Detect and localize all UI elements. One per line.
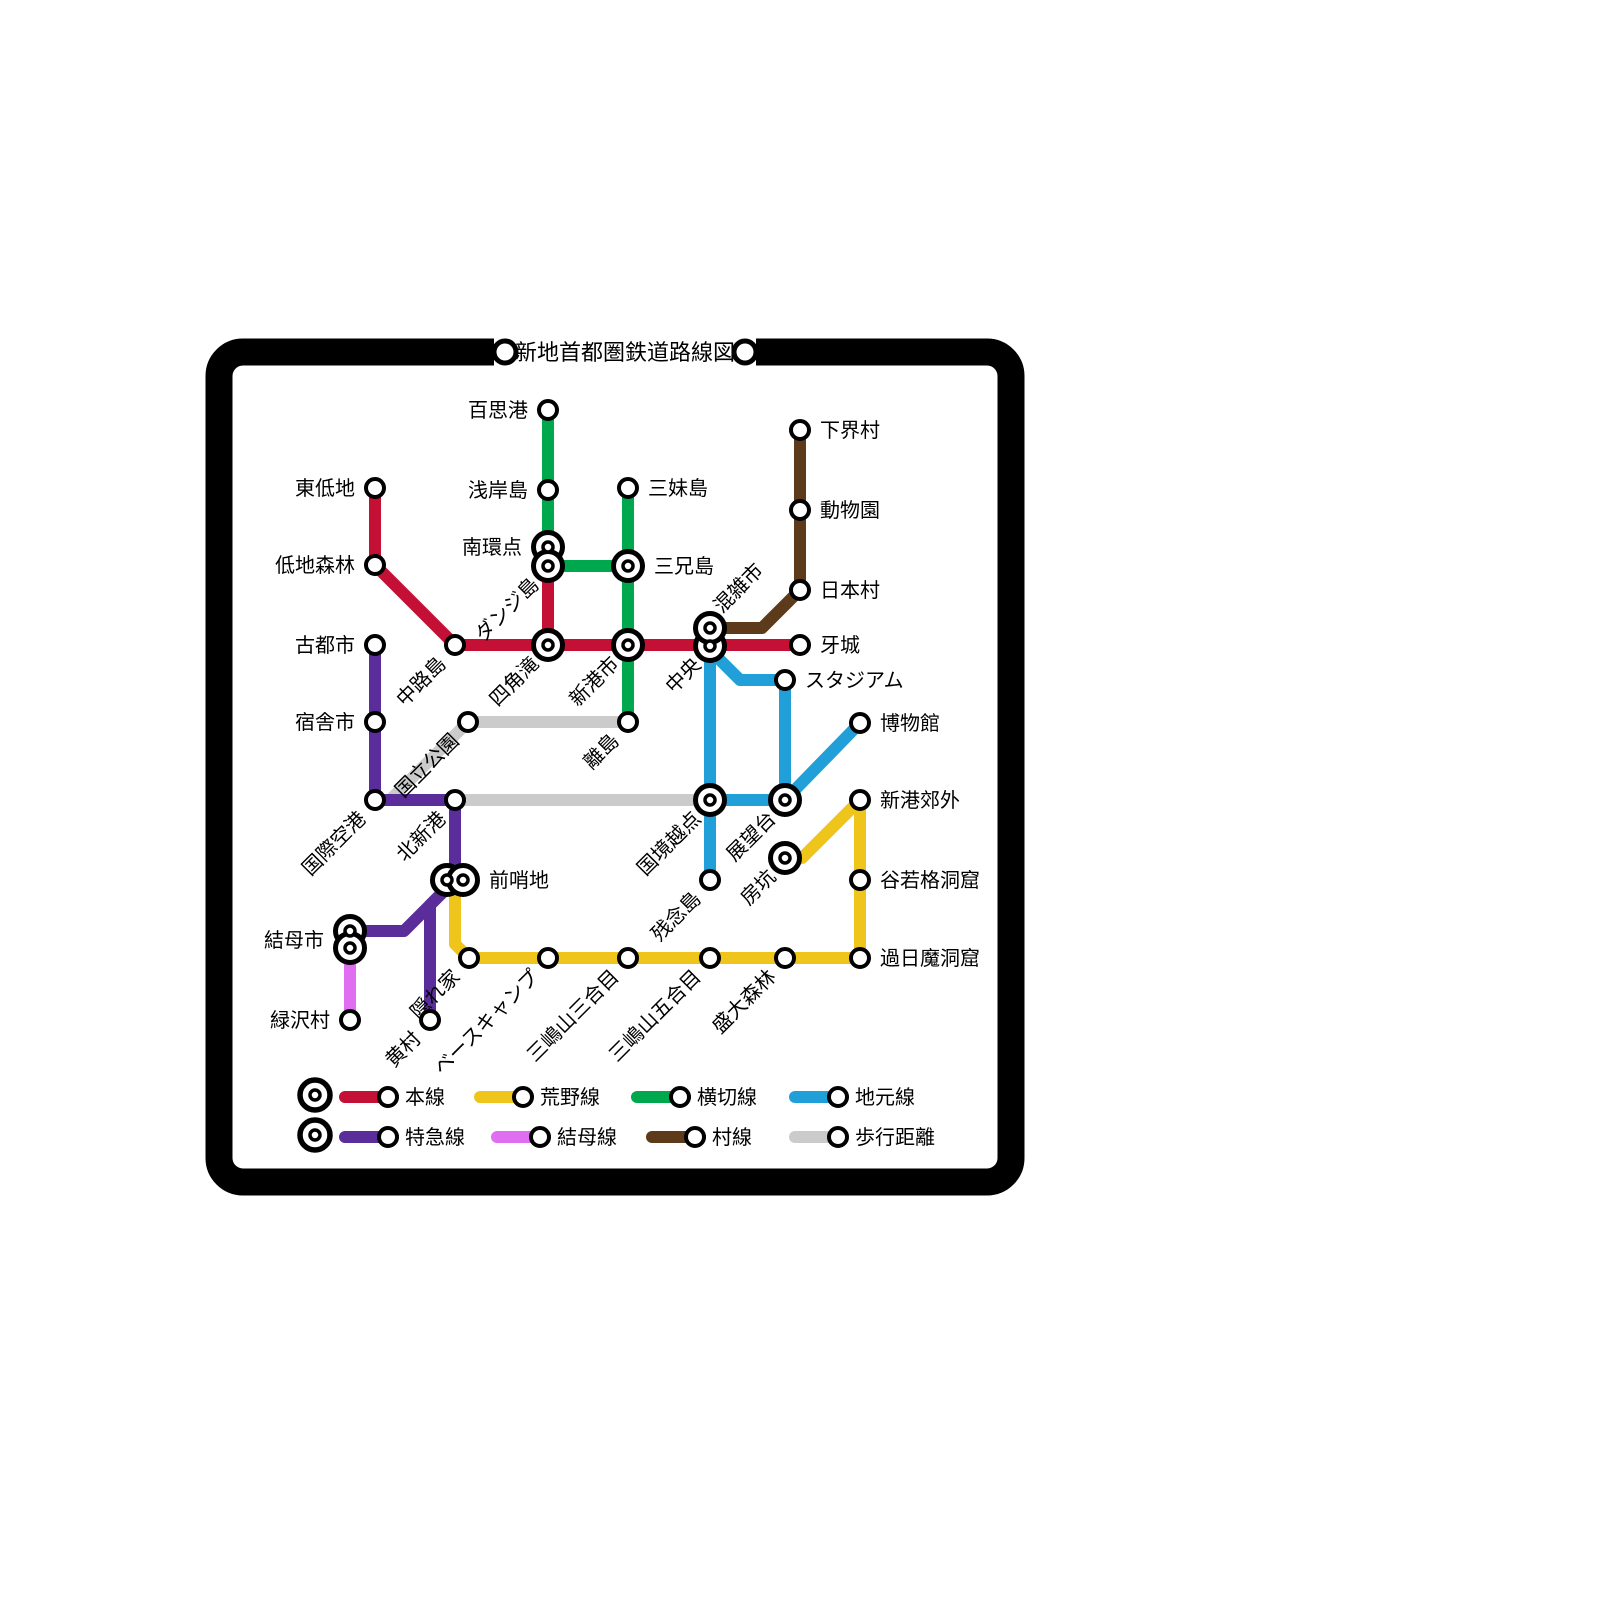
station-label: 結母市: [264, 928, 324, 952]
station-label: 南環点: [462, 535, 522, 559]
station-marker: [699, 869, 721, 891]
station-marker-inner: [621, 559, 635, 573]
station-label: 過日魔洞窟: [880, 946, 980, 970]
station-marker: [419, 1009, 441, 1031]
station-marker-inner: [778, 851, 792, 865]
station-marker: [537, 947, 559, 969]
legend-label: 村線: [712, 1125, 752, 1149]
station-marker: [617, 477, 639, 499]
station-label: 新港郊外: [880, 788, 960, 812]
station-marker: [849, 947, 871, 969]
station-marker: [774, 947, 796, 969]
station-label: 前哨地: [489, 868, 549, 892]
station-marker: [364, 477, 386, 499]
station-marker: [364, 789, 386, 811]
station-marker-inner: [541, 638, 555, 652]
station-marker: [849, 789, 871, 811]
legend-station-icon: [669, 1086, 691, 1108]
station-marker-inner: [778, 793, 792, 807]
legend-label: 横切線: [697, 1085, 757, 1109]
legend-label: 本線: [405, 1085, 445, 1109]
station-marker: [444, 789, 466, 811]
legend-station-icon: [827, 1086, 849, 1108]
legend-interchange-icon-inner: [308, 1088, 322, 1102]
station-marker-inner: [703, 621, 717, 635]
station-marker: [774, 669, 796, 691]
legend-label: 荒野線: [540, 1085, 600, 1109]
line-jimoto: [780, 718, 865, 805]
station-marker-inner: [621, 638, 635, 652]
legend-station-icon: [684, 1126, 706, 1148]
legend-station-icon: [377, 1086, 399, 1108]
border-station-icon: [491, 338, 519, 366]
station-label: 緑沢村: [270, 1008, 330, 1032]
station-label: 三妹島: [648, 476, 708, 500]
station-marker: [537, 479, 559, 501]
station-label: 牙城: [820, 633, 860, 657]
station-marker: [789, 419, 811, 441]
station-marker: [444, 634, 466, 656]
legend-label: 結母線: [557, 1125, 617, 1149]
station-marker-inner: [541, 559, 555, 573]
legend-label: 歩行距離: [855, 1125, 935, 1149]
station-label: 動物園: [820, 498, 880, 522]
station-label: 東低地: [295, 476, 355, 500]
station-marker: [537, 399, 559, 421]
station-marker: [617, 711, 639, 733]
station-label: 宿舎市: [295, 710, 355, 734]
legend-station-icon: [512, 1086, 534, 1108]
station-marker: [849, 869, 871, 891]
station-marker: [789, 579, 811, 601]
station-label: 博物館: [880, 711, 940, 735]
border-station-icon: [731, 338, 759, 366]
station-marker: [789, 634, 811, 656]
station-label: スタジアム: [805, 668, 904, 692]
station-marker-inner: [440, 873, 454, 887]
station-marker-inner: [541, 540, 555, 554]
station-label: 古都市: [295, 633, 355, 657]
station-marker: [364, 711, 386, 733]
station-marker: [458, 947, 480, 969]
station-marker-inner: [343, 924, 357, 938]
legend-station-icon: [827, 1126, 849, 1148]
station-marker: [364, 554, 386, 576]
map-border-title-gap: [494, 334, 756, 370]
station-label: 浅岸島: [468, 478, 528, 502]
legend-label: 特急線: [405, 1125, 465, 1149]
station-marker: [339, 1009, 361, 1031]
station-label: 下界村: [820, 418, 880, 442]
legend-interchange-icon-inner: [308, 1128, 322, 1142]
legend-station-icon: [529, 1126, 551, 1148]
station-label: 低地森林: [275, 553, 355, 577]
station-marker-inner: [343, 941, 357, 955]
station-label: 百思港: [468, 398, 528, 422]
legend-label: 地元線: [855, 1085, 915, 1109]
station-label: 三兄島: [654, 554, 714, 578]
station-marker-inner: [703, 639, 717, 653]
station-marker: [364, 634, 386, 656]
map-title: 新地首都圏鉄道路線図: [515, 341, 735, 366]
station-marker: [849, 712, 871, 734]
station-marker-inner: [703, 793, 717, 807]
station-marker: [617, 947, 639, 969]
station-label: 日本村: [820, 578, 880, 602]
station-marker: [699, 947, 721, 969]
station-marker: [457, 711, 479, 733]
station-marker: [789, 499, 811, 521]
station-marker-inner: [456, 873, 470, 887]
legend-station-icon: [377, 1126, 399, 1148]
station-label: 谷若格洞窟: [880, 868, 980, 892]
